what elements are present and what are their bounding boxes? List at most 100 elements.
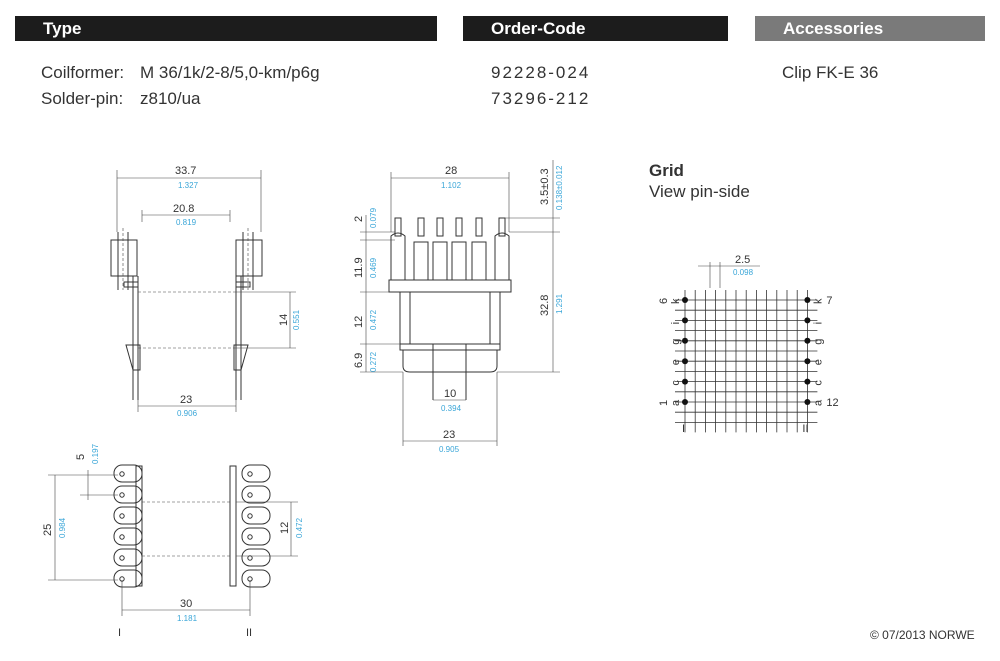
grid-pin-right [804, 317, 811, 324]
dim-front-width-in: 1.327 [178, 181, 199, 190]
solder-pad [113, 548, 143, 567]
dim-side-b10-in: 0.394 [441, 404, 462, 413]
solder-pad-hole [247, 534, 253, 540]
grid-pin-left [682, 337, 688, 344]
header-accessories: Accessories [755, 16, 985, 41]
dim-top-h5-in: 0.197 [91, 443, 100, 464]
solder-pad [241, 548, 271, 567]
grid-number-left: 6 [658, 298, 670, 304]
grid-pitch-in: 0.098 [733, 268, 754, 277]
grid-letter-right: c [812, 380, 824, 386]
dim-front-height-in: 0.551 [292, 309, 301, 330]
solder-pin-label: Solder-pin: [41, 89, 124, 108]
dim-side-b23: 23 [443, 429, 455, 441]
dim-top-h25: 25 [42, 524, 54, 536]
grid-letter-left: k [670, 298, 682, 304]
side-view: 28 1.102 2 0.079 11.9 0.469 [353, 160, 564, 454]
solder-pad-hole [119, 534, 125, 540]
solder-pad [113, 506, 143, 525]
grid-subtitle: View pin-side [649, 182, 750, 201]
grid-pin-left [682, 297, 688, 303]
grid-title: Grid [649, 161, 684, 180]
dim-side-b23-in: 0.905 [439, 445, 460, 454]
solder-pad-hole [247, 492, 253, 498]
dim-side-h12-in: 0.472 [369, 309, 378, 330]
grid-letter-right: g [812, 339, 824, 345]
solder-pad-hole [247, 555, 253, 561]
coilformer-value: M 36/1k/2-8/5,0-km/p6g [140, 63, 320, 82]
dim-front-width: 33.7 [175, 165, 196, 177]
top-flange-left [135, 465, 143, 587]
grid-letter-left: c [670, 380, 682, 386]
solder-pad [241, 464, 271, 483]
solder-pad [241, 569, 271, 588]
dim-side-pin-tol: 3.5±0.3 [539, 168, 551, 205]
grid-pin-left [682, 317, 688, 324]
dim-side-h2-in: 0.079 [369, 207, 378, 228]
grid-number-right: 7 [826, 295, 832, 307]
dim-side-b10: 10 [444, 388, 456, 400]
grid-pin-right [804, 358, 811, 365]
solder-pad-hole [119, 555, 125, 561]
grid-letter-right: i [812, 322, 824, 324]
solder-pad-hole [119, 513, 125, 519]
solder-pad [113, 464, 143, 483]
grid-pin-left [682, 399, 688, 405]
top-side-left: I [118, 627, 121, 639]
dim-top-w30-in: 1.181 [177, 614, 198, 623]
solder-pad-hole [247, 471, 253, 477]
dim-top-h12-in: 0.472 [295, 517, 304, 538]
grid-letter-right: k [812, 298, 824, 304]
dim-side-h328-in: 1.291 [555, 293, 564, 314]
grid-number-left: 1 [658, 400, 670, 406]
grid-pin-left [682, 378, 688, 385]
grid-letter-left: g [670, 339, 682, 345]
solder-pad [113, 485, 143, 504]
solder-pin-order-code: 73296-212 [491, 89, 591, 108]
grid-letter-left: e [670, 359, 682, 365]
solder-pin-value: z810/ua [140, 89, 201, 108]
solder-pad [241, 506, 271, 525]
dim-side-pin-tol-in: 0.138±0.012 [555, 165, 564, 210]
dim-front-inner-in: 0.819 [176, 218, 197, 227]
solder-pad [241, 527, 271, 546]
top-side-right: II [246, 627, 252, 639]
grid-pin-right [804, 297, 811, 303]
solder-pad-hole [119, 492, 125, 498]
solder-pad-hole [119, 471, 125, 477]
grid-pin-right [804, 399, 811, 405]
dim-top-h5: 5 [75, 454, 87, 460]
grid-pin-right [804, 378, 811, 385]
dim-front-base: 23 [180, 394, 192, 406]
header-order-code: Order-Code [463, 16, 728, 41]
grid-letter-left: i [670, 322, 682, 324]
dim-side-top-in: 1.102 [441, 181, 462, 190]
dim-top-h12: 12 [279, 522, 291, 534]
dim-front-height: 14 [278, 314, 290, 326]
grid-side-left: I [682, 423, 685, 435]
dim-side-h69-in: 0.272 [369, 351, 378, 372]
accessory-clip: Clip FK-E 36 [782, 63, 879, 82]
dim-side-h119: 11.9 [353, 257, 365, 278]
dim-front-base-in: 0.906 [177, 409, 198, 418]
grid-pitch: 2.5 [735, 254, 750, 266]
grid-letter-left: a [670, 399, 682, 406]
coilformer-order-code: 92228-024 [491, 63, 591, 82]
copyright: © 07/2013 NORWE [870, 628, 975, 642]
grid-side-right: II [802, 423, 808, 435]
grid-letter-right: a [812, 399, 824, 406]
grid-letter-right: e [812, 359, 824, 365]
header-type: Type [15, 16, 437, 41]
solder-pad [113, 569, 143, 588]
front-view: 33.7 1.327 20.8 0.819 14 0.551 [110, 165, 301, 418]
top-flange-right [229, 465, 237, 587]
solder-pad-hole [247, 513, 253, 519]
dim-side-h69: 6.9 [353, 353, 365, 368]
dim-side-h2: 2 [353, 216, 365, 222]
dim-side-top: 28 [445, 165, 457, 177]
dim-front-inner: 20.8 [173, 203, 194, 215]
coilformer-label: Coilformer: [41, 63, 125, 82]
dim-top-w30: 30 [180, 598, 192, 610]
